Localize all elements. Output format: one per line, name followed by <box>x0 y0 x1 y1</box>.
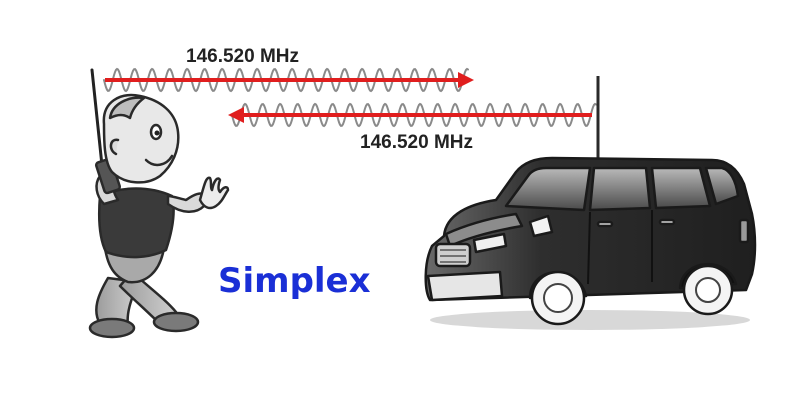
vehicle-front-hubcap <box>543 283 573 313</box>
uplink-arrowhead <box>458 72 474 88</box>
uplink-frequency-label: 146.520 MHz <box>186 46 299 67</box>
uplink-signal: 146.520 MHz <box>103 46 474 93</box>
operator-smile <box>144 154 174 167</box>
operator-front-shoe <box>152 311 200 333</box>
downlink-signal: 146.520 MHz <box>228 102 597 153</box>
downlink-frequency-label: 146.520 MHz <box>360 132 473 153</box>
vehicle-rear-side-window <box>650 166 712 210</box>
suv-with-antenna-icon <box>424 76 757 330</box>
vehicle-headlight <box>472 232 508 254</box>
vehicle-door-handle <box>658 218 676 226</box>
vehicle-front-side-window <box>588 166 652 212</box>
downlink-arrowhead <box>228 107 244 123</box>
handheld-radio-operator-icon <box>88 68 230 339</box>
handheld-antenna-icon <box>90 68 105 177</box>
uplink-sine-wave <box>103 67 469 93</box>
vehicle-shadow <box>430 310 750 330</box>
operator-pupil <box>154 130 160 136</box>
vehicle-hood <box>444 212 524 248</box>
vehicle-windshield <box>504 166 592 212</box>
vehicle-bumper <box>426 270 504 302</box>
diagram-title: Simplex <box>218 261 371 301</box>
operator-hair <box>108 96 146 120</box>
operator-back-shoe <box>88 317 136 339</box>
vehicle-door-handle <box>596 220 614 228</box>
vehicle-rear-hubcap <box>695 277 721 303</box>
vehicle-door-seam <box>587 211 591 285</box>
vehicle-rear-window <box>704 166 740 206</box>
downlink-sine-wave <box>231 102 597 128</box>
vehicle-tail-light <box>738 218 750 244</box>
operator-head <box>102 93 180 184</box>
operator-torso <box>98 187 175 259</box>
operator-waving-hand <box>198 176 230 210</box>
vehicle-side-mirror <box>528 214 554 238</box>
operator-ear <box>109 138 120 156</box>
